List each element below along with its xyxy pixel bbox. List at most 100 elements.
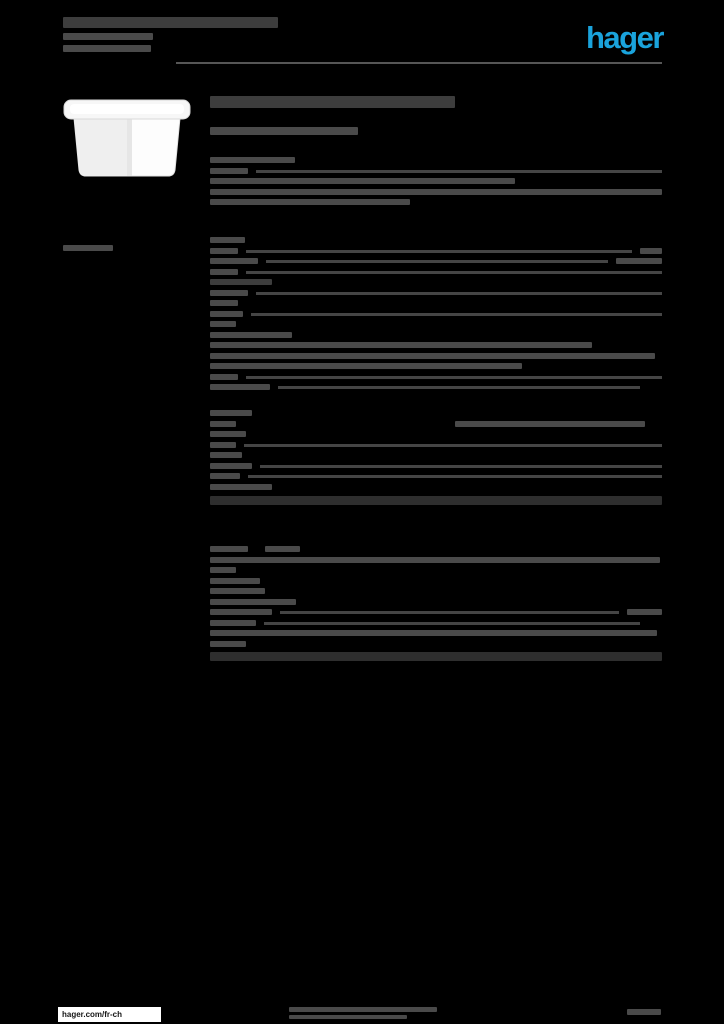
redacted-row [210,577,662,588]
redacted-text-bar [210,567,236,573]
redacted-row [210,156,662,167]
redacted-row [210,126,662,137]
redacted-row [210,257,662,268]
leader-line [266,260,608,263]
redacted-text-bar [210,363,522,369]
redacted-row [63,44,383,56]
redacted-row [210,188,662,199]
redacted-text-bar [210,279,272,285]
redacted-row [210,198,662,209]
redacted-text-bar [210,289,248,296]
redacted-text-bar [289,1007,437,1012]
redacted-row [210,608,662,619]
leader-line [248,475,662,478]
redacted-text-bar [210,609,272,615]
redacted-text-bar [210,410,252,416]
redacted-text-bar [210,652,662,661]
redacted-row [210,299,662,310]
leader-line [264,621,640,625]
redacted-text-bar [210,342,592,348]
document-title-block [63,16,383,56]
redacted-text-bar [210,452,242,458]
redacted-row [210,451,662,462]
redacted-text-bar [210,483,272,490]
redacted-row [289,1006,449,1014]
logistics-table [210,545,662,662]
redacted-row [210,462,662,473]
redacted-text-bar [210,300,238,306]
redacted-text-bar [210,188,662,195]
redacted-text-bar [210,352,655,359]
redacted-text-bar [210,373,238,380]
redacted-row [210,545,662,556]
redacted-row [210,587,662,598]
redacted-row [210,598,662,609]
redacted-row [210,236,662,247]
redacted-text-bar [210,619,256,626]
sidebar-caption-block [63,244,193,255]
redacted-row [210,310,662,321]
redacted-text-bar [210,258,258,264]
redacted-text-bar [616,258,662,264]
redacted-row [210,362,662,373]
redacted-row [210,640,662,651]
redacted-text-bar [210,247,238,254]
header-divider [176,62,662,64]
redacted-text-bar [210,321,236,327]
redacted-text-bar [210,640,246,647]
redacted-row [63,244,193,255]
redacted-text-bar [210,384,270,390]
redacted-text-bar [210,331,292,338]
footer-legal-block [289,1006,449,1024]
redacted-row [210,651,662,662]
website-link-label: hager.com/fr-ch [62,1010,123,1019]
redacted-row [210,352,662,363]
characteristics-table [210,236,662,394]
redacted-row [210,441,662,452]
product-image [58,92,196,182]
website-link[interactable]: hager.com/fr-ch [58,1007,161,1022]
redacted-text-bar [63,45,151,52]
characteristics-table-2 [210,409,662,506]
redacted-row [210,95,662,126]
redacted-row [210,331,662,342]
redacted-text-bar [627,1009,661,1015]
redacted-row [210,619,662,630]
redacted-text-bar [289,1015,407,1019]
redacted-row [210,373,662,384]
redacted-row [210,247,662,258]
redacted-text-bar [210,462,252,469]
leader-line [246,375,662,379]
redacted-text-bar [63,245,113,251]
product-photo-illustration [63,99,191,177]
redacted-text-bar [210,577,260,584]
leader-line [244,443,662,447]
redacted-text-bar [210,556,660,563]
redacted-text-bar [265,546,300,552]
redacted-row [210,472,662,483]
redacted-row [210,268,662,279]
leader-line [256,169,662,173]
hager-logo: hager [586,20,664,55]
redacted-row [210,629,662,640]
leader-line [246,270,662,274]
leader-line [246,249,632,253]
redacted-row [210,383,662,394]
redacted-row [210,278,662,289]
redacted-row [210,566,662,577]
redacted-row [627,1008,667,1019]
redacted-text-bar [210,178,515,184]
redacted-row [210,483,662,494]
redacted-row [210,289,662,300]
redacted-row [210,556,662,567]
redacted-row [210,320,662,331]
redacted-text-bar [627,609,662,615]
redacted-row [210,177,662,188]
product-title-block [210,95,662,137]
redacted-row [210,409,662,420]
leader-line [251,312,662,316]
redacted-text-bar [210,127,358,135]
redacted-text-bar [63,17,278,28]
leader-line [278,386,640,389]
